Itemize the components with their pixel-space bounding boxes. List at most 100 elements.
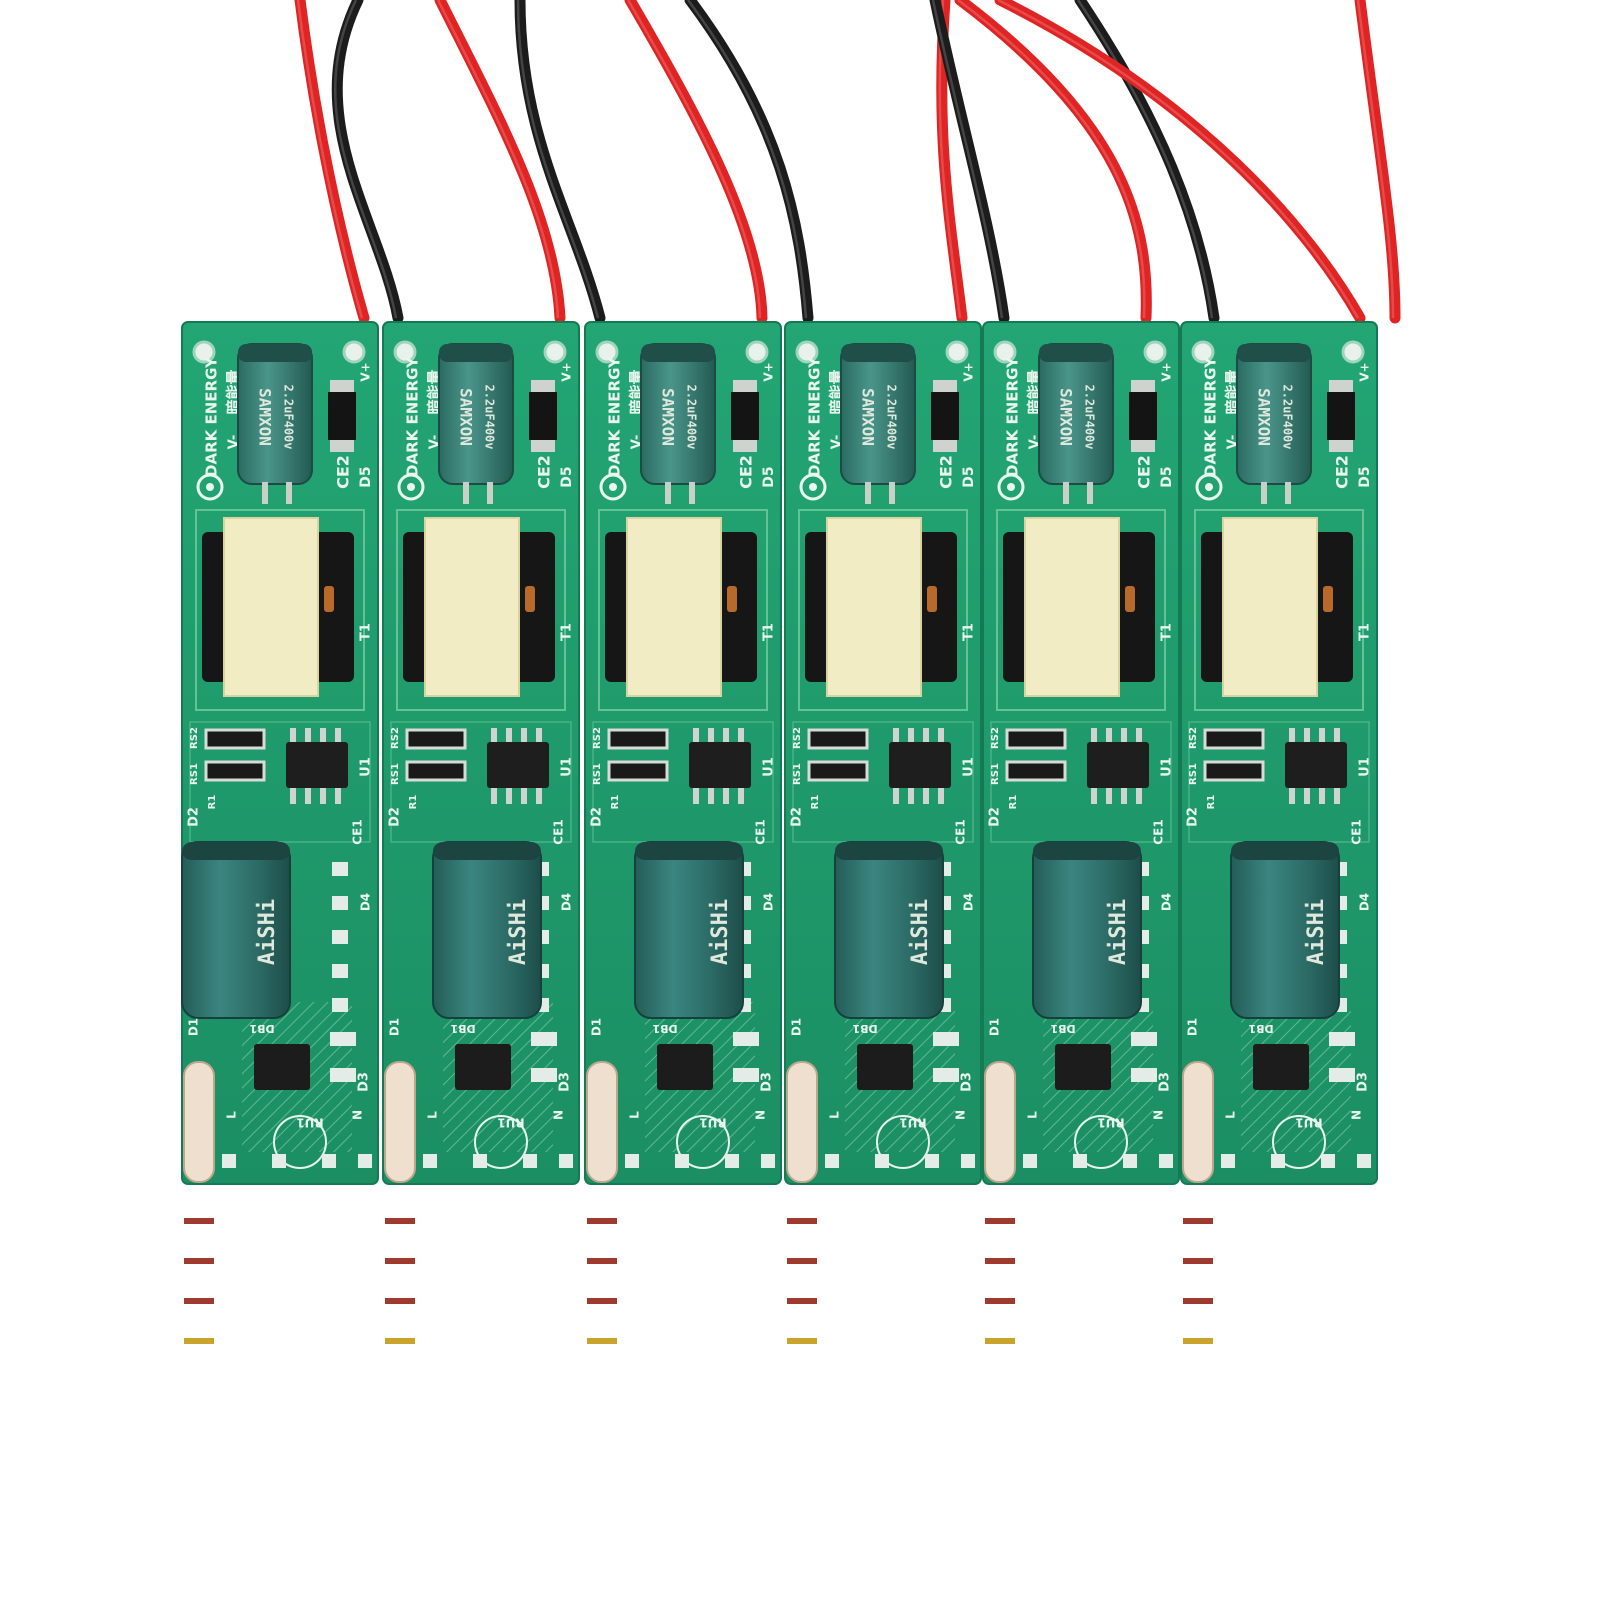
capacitor-ce2-brand: SAMXON xyxy=(859,388,878,446)
capacitor-lead xyxy=(1285,482,1291,504)
resistor-band xyxy=(787,1218,817,1224)
mounting-hole xyxy=(192,340,216,364)
label-u1: U1 xyxy=(1358,757,1373,777)
smd-pad xyxy=(1329,1032,1355,1046)
label-n: N xyxy=(1152,1110,1166,1120)
ic-pin xyxy=(1121,728,1127,742)
mounting-hole xyxy=(595,340,619,364)
transformer-outline xyxy=(996,509,1166,711)
label-rs1: RS1 xyxy=(189,763,200,785)
ic-u1 xyxy=(487,742,549,788)
resistor-rs2 xyxy=(405,728,467,750)
label-d2: D2 xyxy=(988,807,1003,827)
label-ce2: CE2 xyxy=(334,455,353,489)
transformer-outline xyxy=(195,509,365,711)
capacitor-ce2-rating: 2.2uF400v xyxy=(1083,384,1097,449)
label-ce1: CE1 xyxy=(954,819,968,844)
ic-u1 xyxy=(1087,742,1149,788)
bridge-db1 xyxy=(1055,1044,1111,1090)
label-d2: D2 xyxy=(1186,807,1201,827)
ic-pin xyxy=(723,788,729,804)
ic-pin xyxy=(1091,728,1097,742)
label-u1: U1 xyxy=(762,757,777,777)
ic-pin xyxy=(1334,788,1340,804)
solder-pad xyxy=(625,1154,639,1168)
resistor-rs2 xyxy=(607,728,669,750)
smd-pad xyxy=(1329,1068,1355,1082)
ic-pin xyxy=(320,728,326,742)
label-v-plus: V+ xyxy=(560,362,574,381)
resistor-band xyxy=(985,1298,1015,1304)
solder-pad xyxy=(825,1154,839,1168)
label-d3: D3 xyxy=(357,1072,372,1092)
solder-pad xyxy=(1159,1154,1173,1168)
mounting-hole xyxy=(1143,340,1167,364)
capacitor-ce2-brand: SAMXON xyxy=(1255,388,1274,446)
label-db1: DB1 xyxy=(1248,1022,1273,1035)
label-u1: U1 xyxy=(359,757,374,777)
ic-pin xyxy=(693,728,699,742)
resistor-rs2 xyxy=(807,728,869,750)
capacitor-lead xyxy=(865,482,871,504)
label-rs2: RS2 xyxy=(792,727,803,749)
smd-pad xyxy=(332,930,348,944)
label-d5: D5 xyxy=(1159,466,1175,487)
ic-pin xyxy=(305,788,311,804)
diode-d5 xyxy=(731,392,759,440)
wire-black xyxy=(1074,0,1220,324)
label-v-plus: V+ xyxy=(359,362,373,381)
transformer-winding xyxy=(727,586,737,612)
label-t1: T1 xyxy=(560,623,575,641)
label-v-plus: V+ xyxy=(962,362,976,381)
resistor-band xyxy=(1183,1338,1213,1344)
mounting-hole xyxy=(795,340,819,364)
wire-black xyxy=(929,0,1010,324)
label-l: L xyxy=(225,1111,239,1119)
label-d1: D1 xyxy=(1186,1018,1200,1036)
mounting-hole xyxy=(1341,340,1365,364)
label-d4: D4 xyxy=(1358,893,1372,911)
label-d4: D4 xyxy=(1160,893,1174,911)
capacitor-lead xyxy=(262,482,268,504)
capacitor-ce2-brand: SAMXON xyxy=(659,388,678,446)
transformer-outline xyxy=(1194,509,1364,711)
label-rs2: RS2 xyxy=(1188,727,1199,749)
wire-red xyxy=(434,0,566,324)
label-d4: D4 xyxy=(762,893,776,911)
label-t1: T1 xyxy=(1160,623,1175,641)
label-r1: R1 xyxy=(1206,795,1217,810)
diode-pad xyxy=(933,440,957,452)
ic-pin xyxy=(1106,788,1112,804)
label-v-plus: V+ xyxy=(1358,362,1372,381)
wires xyxy=(294,0,1401,324)
label-ce2: CE2 xyxy=(1333,455,1352,489)
brand-text: DARK ENERGY xyxy=(806,356,824,477)
brand-text: DARK ENERGY xyxy=(1202,356,1220,477)
label-rs2: RS2 xyxy=(592,727,603,749)
capacitor-lead xyxy=(463,482,469,504)
brand-logo-dot xyxy=(1007,483,1015,491)
resistor-band xyxy=(385,1298,415,1304)
resistor-band xyxy=(787,1258,817,1264)
capacitor-lead xyxy=(665,482,671,504)
capacitor-cap-end xyxy=(841,344,915,362)
capacitor-lead xyxy=(1063,482,1069,504)
label-u1: U1 xyxy=(962,757,977,777)
resistor-band xyxy=(587,1258,617,1264)
label-r1: R1 xyxy=(1008,795,1019,810)
label-rs1: RS1 xyxy=(1188,763,1199,785)
resistor-axial xyxy=(1182,1061,1214,1183)
label-t1: T1 xyxy=(962,623,977,641)
ic-pin xyxy=(938,728,944,742)
resistor-band xyxy=(985,1218,1015,1224)
transformer-t1 xyxy=(826,517,922,697)
diode-d5 xyxy=(1327,392,1355,440)
bridge-db1 xyxy=(657,1044,713,1090)
resistor-band xyxy=(587,1218,617,1224)
ic-u1 xyxy=(889,742,951,788)
resistor-band xyxy=(587,1298,617,1304)
resistor-band xyxy=(385,1338,415,1344)
label-db1: DB1 xyxy=(1050,1022,1075,1035)
